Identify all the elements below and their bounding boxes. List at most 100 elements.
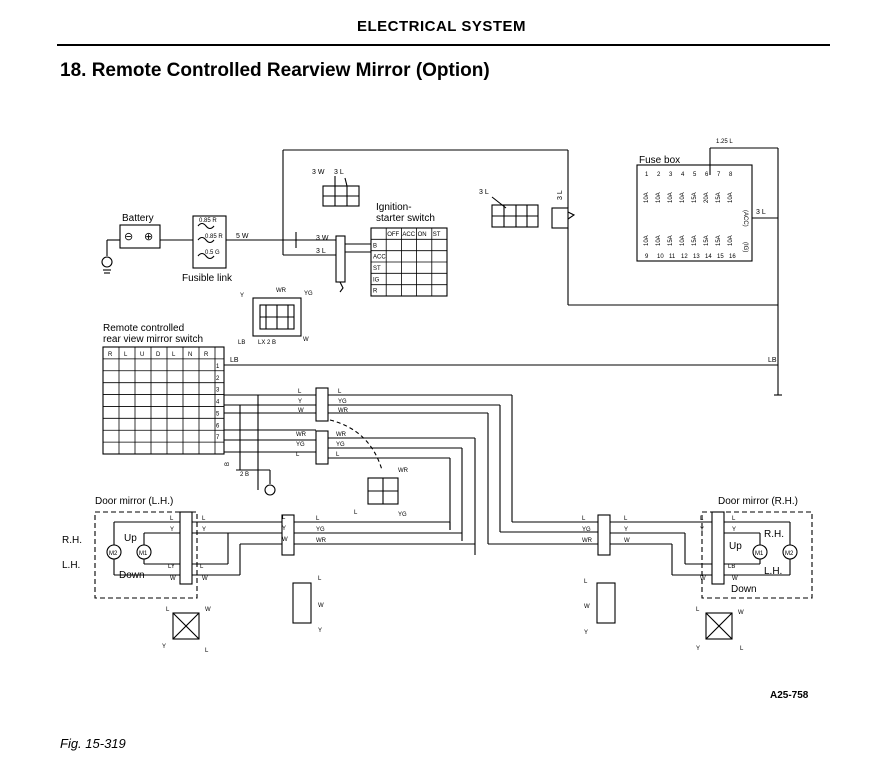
- page-header-title: ELECTRICAL SYSTEM: [356, 18, 527, 35]
- fuse-top-rating-6: 15A: [716, 192, 722, 203]
- lb-inner-label: LB: [728, 564, 735, 570]
- sw-header-4: L: [172, 352, 176, 358]
- conn1-y: Y: [162, 644, 166, 650]
- ly-label: LY: [168, 564, 175, 570]
- fuse-bottom-rating-0: 10A: [644, 235, 650, 246]
- mid-harness-connector: [281, 514, 295, 556]
- fuse-bottom-rating-4: 15A: [692, 235, 698, 246]
- conn4-y: Y: [696, 646, 700, 652]
- fuse-top-num-5: 6: [705, 172, 709, 178]
- conn3-l: L: [584, 579, 588, 585]
- rh-harness-left-2: WR: [582, 538, 593, 544]
- connector-3l-right: [551, 207, 569, 229]
- battery-box: [119, 224, 161, 249]
- wire-lower-right-0: WR: [336, 432, 347, 438]
- center-connector-lower: [315, 430, 329, 465]
- conn3-y: Y: [584, 630, 588, 636]
- wire-lower-left-0: WR: [296, 432, 307, 438]
- fuse-top-rating-1: 10A: [656, 192, 662, 203]
- ign-header-0: OFF: [387, 232, 399, 238]
- fuse-top-num-6: 7: [717, 172, 721, 178]
- center-conn-wr: WR: [398, 468, 409, 474]
- door-mirror-rh-box: [701, 511, 813, 599]
- fuse-bottom-rating-6: 15A: [716, 235, 722, 246]
- rh-harness-right-0: L: [624, 516, 628, 522]
- bottom-connector-2: [292, 582, 312, 624]
- wire-3l-top-label: 3 L: [334, 169, 344, 176]
- mid-harness-left-2: W: [282, 537, 288, 543]
- conn2-y: Y: [318, 628, 322, 634]
- rh-mirror-inner-0: L: [732, 516, 736, 522]
- ign-row-0: B: [373, 243, 377, 249]
- switch-conn-y: Y: [240, 293, 244, 299]
- fuse-top-rating-7: 10A: [728, 192, 734, 203]
- conn4-w: W: [738, 610, 744, 616]
- wire-lower-right-1: YG: [336, 442, 345, 448]
- switch-conn-lx2b: LX 2 B: [258, 340, 276, 346]
- rh-harness-left-0: L: [582, 516, 586, 522]
- fusible-085r-mid: 0.85 R: [205, 234, 223, 240]
- rh-harness-right-1: Y: [624, 527, 628, 533]
- conn1-l2: L: [205, 648, 209, 654]
- section-title-text: Remote Controlled Rearview Mirror (Optio…: [91, 60, 490, 81]
- fuse-bottom-num-0: 9: [645, 254, 649, 260]
- lh-harness-right-2: W: [202, 576, 208, 582]
- wire-lb-left-label: LB: [230, 357, 239, 364]
- ign-row-1: ACC: [373, 255, 386, 261]
- bottom-connector-1: [172, 612, 200, 640]
- lh-harness-right-1: Y: [202, 527, 206, 533]
- m1-rh-label: M1: [755, 551, 764, 557]
- conn4-l2: L: [740, 646, 744, 652]
- ign-header-3: ST: [433, 232, 441, 238]
- wire-lower-left-1: YG: [296, 442, 305, 448]
- fuse-top-num-7: 8: [729, 172, 733, 178]
- fuse-box: [636, 164, 753, 262]
- fuse-top-num-2: 3: [669, 172, 673, 178]
- battery-plus-icon: ⊕: [144, 231, 153, 243]
- ign-row-2: ST: [373, 266, 381, 272]
- rh-mirror-outer-2: W: [700, 576, 706, 582]
- conn2-l: L: [318, 576, 322, 582]
- rh-harness-left-1: YG: [582, 527, 591, 533]
- m1-lh-label: M1: [139, 551, 148, 557]
- switch-conn-wr: WR: [276, 288, 287, 294]
- ignition-label-2: starter switch: [376, 213, 435, 224]
- ignition-label-1: Ignition-: [376, 202, 412, 213]
- sw-header-2: U: [140, 352, 144, 358]
- section-number: 18.: [60, 60, 87, 81]
- mid-harness-left-1: Y: [282, 526, 286, 532]
- sw-pin-5: 6: [216, 423, 220, 429]
- lh-mirror-ly-outer: L: [200, 564, 204, 570]
- remote-switch-label-1: Remote controlled: [103, 323, 184, 334]
- rh-inner-rh-label: R.H.: [764, 529, 784, 540]
- connector-3l-vert-label: 3 L: [557, 190, 564, 200]
- fuse-ig-label: (IG): [742, 242, 748, 252]
- wire-3w-label: 3 W: [316, 235, 329, 242]
- conn3-w: W: [584, 604, 590, 610]
- sw-header-5: N: [188, 352, 192, 358]
- center-conn-l: L: [354, 510, 358, 516]
- rh-harness-connector: [597, 514, 611, 556]
- rh-mirror-inner-1: Y: [732, 527, 736, 533]
- fuse-top-num-0: 1: [645, 172, 649, 178]
- fuse-top-rating-0: 10A: [644, 192, 650, 203]
- lh-side-lh-label: L.H.: [62, 560, 80, 571]
- fuse-bottom-rating-5: 15A: [704, 235, 710, 246]
- rh-harness-right-2: W: [624, 538, 630, 544]
- fuse-bottom-num-1: 10: [657, 254, 664, 260]
- wire-5w-label: 5 W: [236, 233, 249, 240]
- ground-symbol-battery: [101, 256, 113, 268]
- fuse-top-num-4: 5: [693, 172, 697, 178]
- mid-harness-right-1: YG: [316, 527, 325, 533]
- mid-harness-right-2: WR: [316, 538, 327, 544]
- wire-lb-right-label: LB: [768, 357, 777, 364]
- fuse-bottom-num-3: 12: [681, 254, 688, 260]
- ign-header-1: ACC: [402, 232, 415, 238]
- sw-header-0: R: [108, 352, 113, 358]
- switch-conn-yg: YG: [304, 291, 313, 297]
- conn4-l: L: [696, 607, 700, 613]
- lh-down-label: Down: [119, 570, 145, 581]
